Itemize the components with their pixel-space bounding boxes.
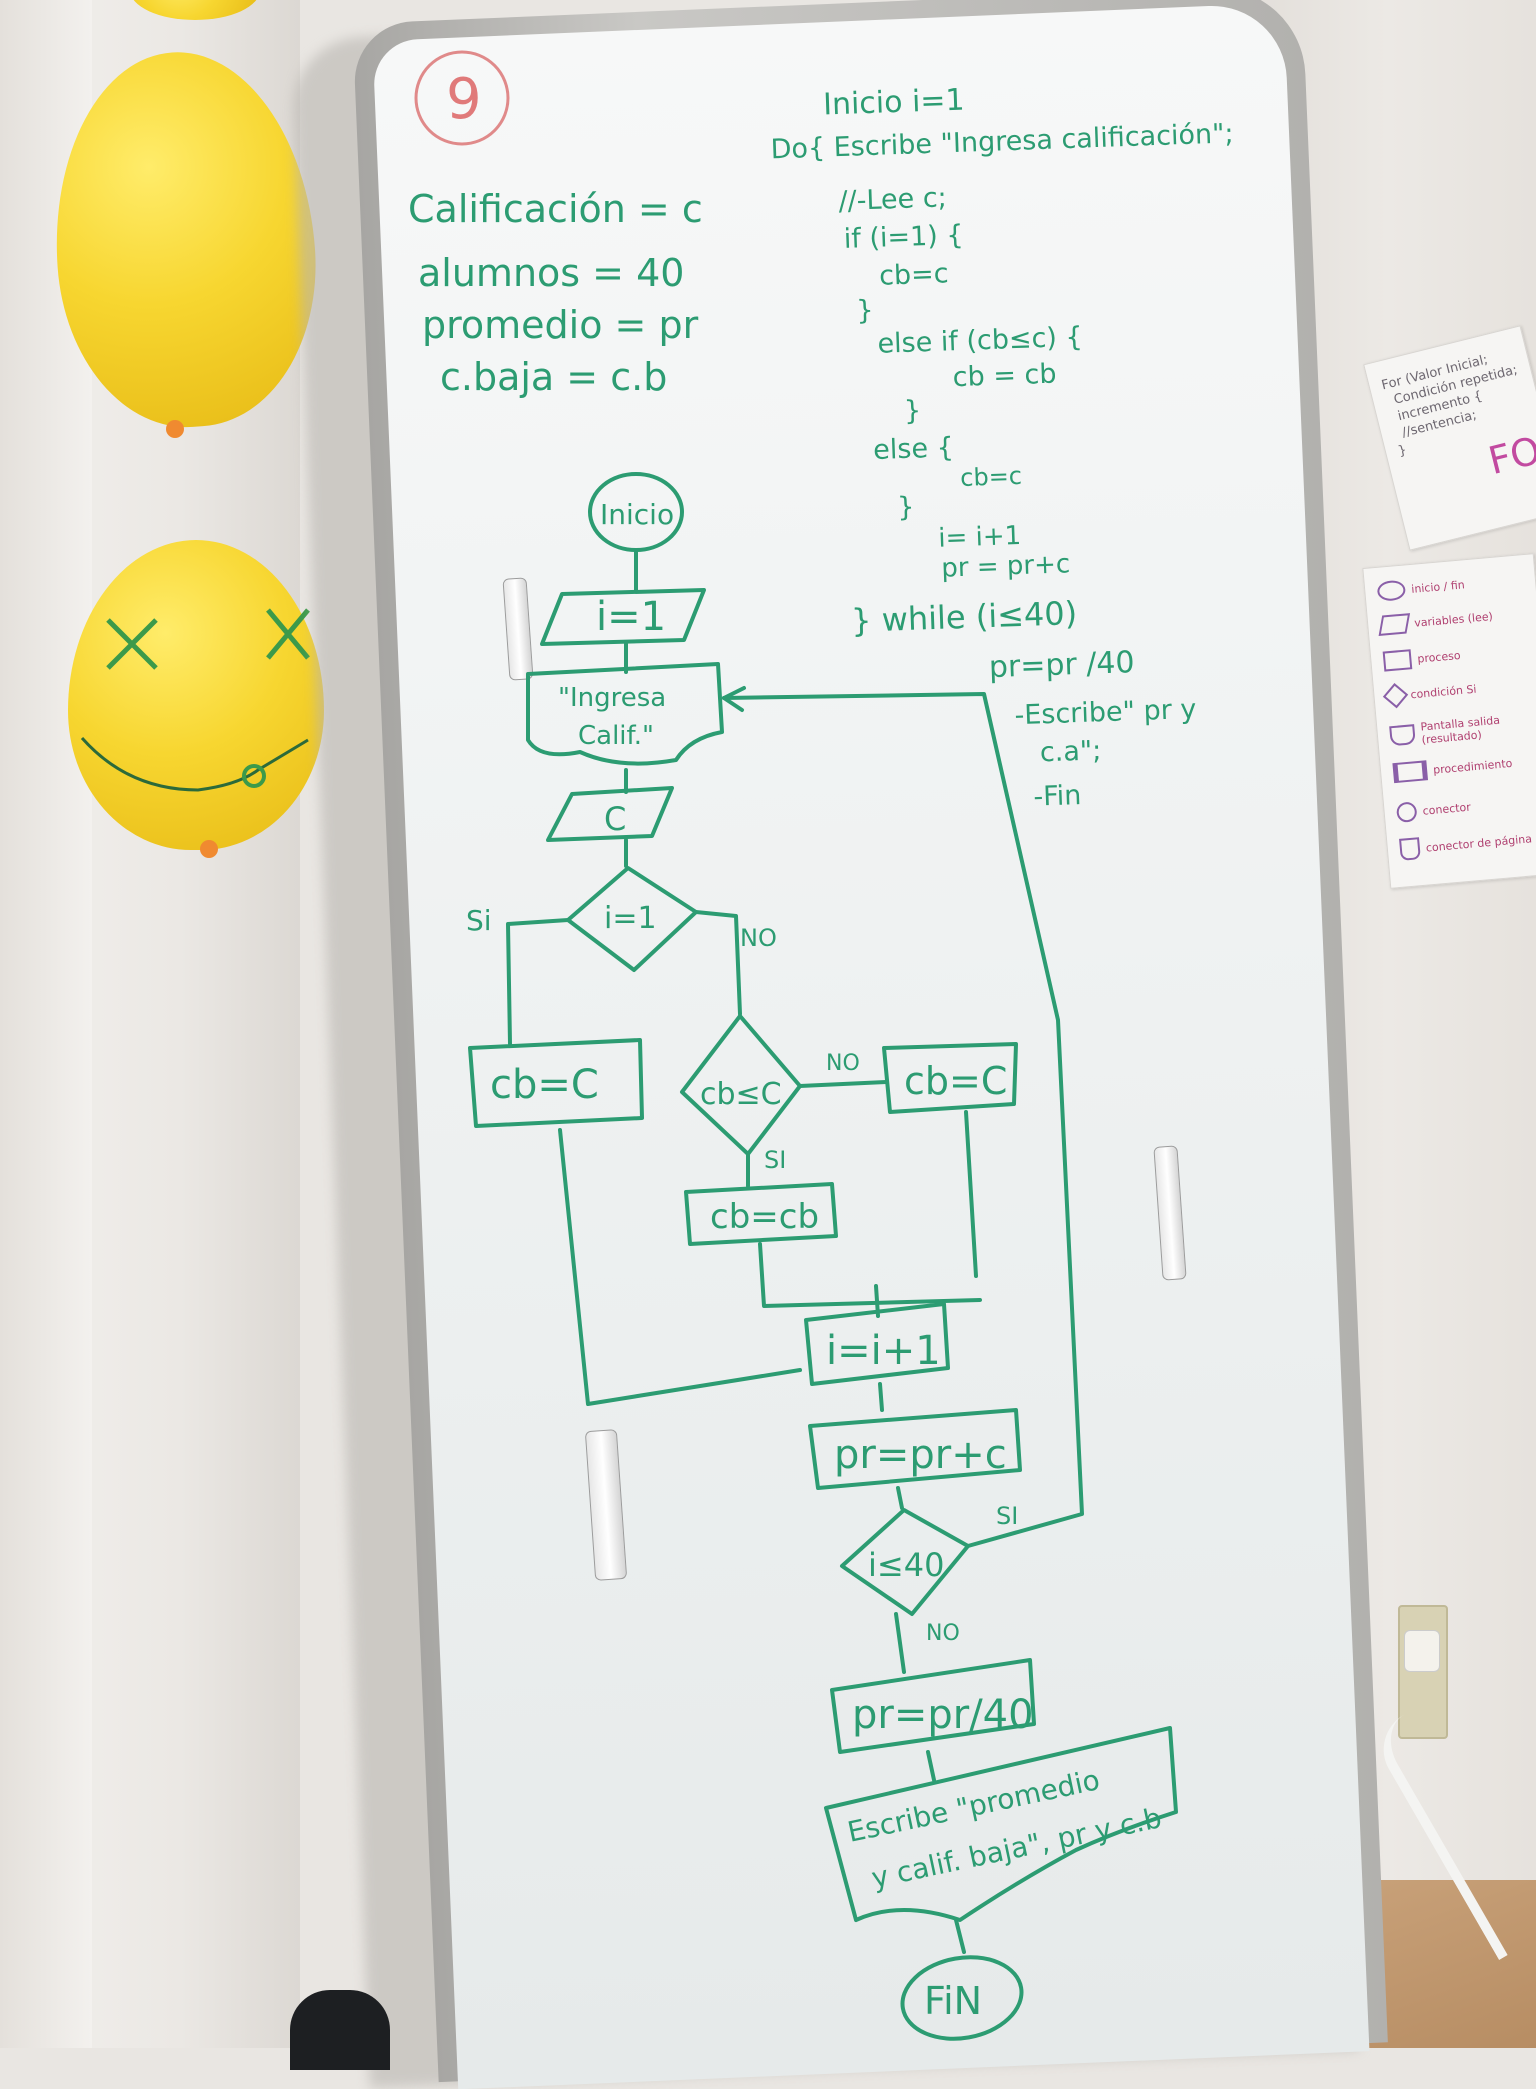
arrow-left-merge — [558, 1128, 802, 1406]
code-line: -Fin — [1033, 780, 1082, 813]
increment-box — [804, 1302, 950, 1386]
arrow — [894, 1612, 906, 1674]
decision-shape-icon — [1382, 683, 1409, 709]
end-label: FiN — [924, 1979, 982, 2023]
power-plug — [1404, 1630, 1440, 1672]
average-label: pr=pr/40 — [852, 1692, 1034, 1738]
code-line: i= i+1 — [938, 521, 1022, 554]
code-line: } — [903, 395, 921, 427]
accumulate-label: pr=pr+c — [834, 1432, 1007, 1478]
accumulate-box — [808, 1408, 1022, 1490]
decision-i-eq-1 — [566, 866, 698, 972]
legend-item: variables (lee) — [1378, 606, 1494, 636]
legend-item: conector de página — [1399, 827, 1533, 861]
legend-item: conector — [1395, 797, 1472, 823]
decision-i-le-40 — [840, 1508, 970, 1616]
assign-right-box — [882, 1042, 1018, 1114]
connector-shape-icon — [1395, 801, 1418, 823]
read-input — [546, 786, 674, 842]
arrow-no-2 — [798, 1080, 888, 1088]
yellow-balloon-top — [130, 0, 260, 20]
assign-left-box — [468, 1038, 644, 1128]
code-line: -Escribe" pr y — [1014, 694, 1197, 731]
arrow — [926, 1750, 936, 1782]
var-calificacion: Calificación = c — [408, 187, 703, 231]
var-cbaja: c.baja = c.b — [440, 355, 667, 399]
increment-label: i=i+1 — [826, 1328, 941, 1374]
end-terminal — [900, 1955, 1024, 2041]
output-shape-icon — [1389, 724, 1417, 747]
code-line: Inicio i=1 — [823, 83, 966, 123]
arrow — [954, 1918, 966, 1954]
board-number: 9 — [446, 67, 482, 132]
code-line: if (i=1) { — [843, 220, 964, 255]
code-line: Do{ Escribe "Ingresa calificación"; — [770, 118, 1234, 165]
code-line: } while (i≤40) — [851, 594, 1078, 640]
yellow-balloon-face — [68, 540, 324, 850]
balloon-knot — [200, 840, 218, 858]
page-connector-shape-icon — [1399, 837, 1421, 861]
code-line: c.a"; — [1039, 735, 1102, 768]
code-line: else { — [873, 432, 955, 466]
branch-si-2: SI — [764, 1146, 786, 1174]
legend-item: proceso — [1382, 645, 1462, 672]
code-line: pr = pr+c — [941, 549, 1071, 583]
legend-item: Pantalla salida (resultado) — [1389, 710, 1536, 750]
init-label: i=1 — [596, 594, 666, 640]
var-alumnos: alumnos = 40 — [418, 251, 684, 295]
branch-no-2: NO — [826, 1051, 860, 1076]
read-label: C — [604, 800, 626, 838]
code-line: cb=c — [879, 258, 949, 291]
code-line: } — [897, 492, 915, 524]
prompt-display — [526, 662, 724, 766]
branch-si: Si — [466, 904, 492, 937]
wall-outlet — [1398, 1605, 1448, 1739]
decision-2-label: cb≤C — [700, 1077, 782, 1112]
branch-si-3: SI — [996, 1502, 1018, 1530]
prompt-line-1: "Ingresa — [558, 683, 666, 713]
code-line: cb=c — [960, 462, 1023, 492]
balloon-knot — [166, 420, 184, 438]
assign-right-label: cb=C — [904, 1059, 1007, 1103]
start-label: Inicio — [600, 498, 674, 531]
prompt-line-2: Calif." — [578, 721, 654, 751]
legend-item: condición Si — [1382, 680, 1477, 709]
procedure-shape-icon — [1392, 760, 1429, 784]
arrow-head — [722, 686, 746, 712]
legend-item: inicio / fin — [1376, 574, 1466, 602]
code-line: } — [856, 295, 874, 327]
legend-item: procedimiento — [1392, 753, 1513, 784]
output-display — [824, 1726, 1178, 1922]
decision-3-label: i≤40 — [868, 1546, 944, 1584]
process-shape-icon — [1382, 649, 1413, 672]
code-line: cb = cb — [952, 359, 1057, 394]
var-promedio: promedio = pr — [422, 303, 699, 347]
code-line: pr=pr /40 — [988, 645, 1135, 685]
number-circle — [414, 50, 510, 146]
branch-no: NO — [740, 924, 777, 952]
arrow — [878, 1382, 884, 1412]
input-shape-icon — [1378, 613, 1411, 636]
assign-left-label: cb=C — [490, 1062, 599, 1108]
flowchart-legend-poster: inicio / fin variables (lee) proceso con… — [1362, 553, 1536, 889]
merge-lines — [758, 1110, 982, 1308]
balloon-face-drawing — [80, 608, 310, 792]
loop-back-arrow — [722, 692, 1084, 1548]
decision-1-label: i=1 — [604, 901, 657, 936]
branch-no-3: NO — [926, 1621, 960, 1646]
arrow-no — [694, 910, 742, 1016]
arrow-si — [506, 918, 570, 1046]
arrow — [896, 1486, 904, 1510]
pseudocode: Inicio i=1 Do{ Escribe "Ingresa califica… — [770, 83, 1234, 813]
terminal-shape-icon — [1376, 579, 1407, 602]
dark-bag — [290, 1990, 390, 2070]
average-box — [830, 1658, 1036, 1754]
assign-mid-label: cb=cb — [710, 1197, 819, 1237]
init-box — [540, 588, 706, 646]
for-line: } — [1396, 442, 1409, 460]
code-line: //-Lee c; — [838, 182, 947, 217]
code-line: else if (cb≤c) { — [877, 322, 1083, 360]
assign-mid-box — [684, 1182, 838, 1246]
